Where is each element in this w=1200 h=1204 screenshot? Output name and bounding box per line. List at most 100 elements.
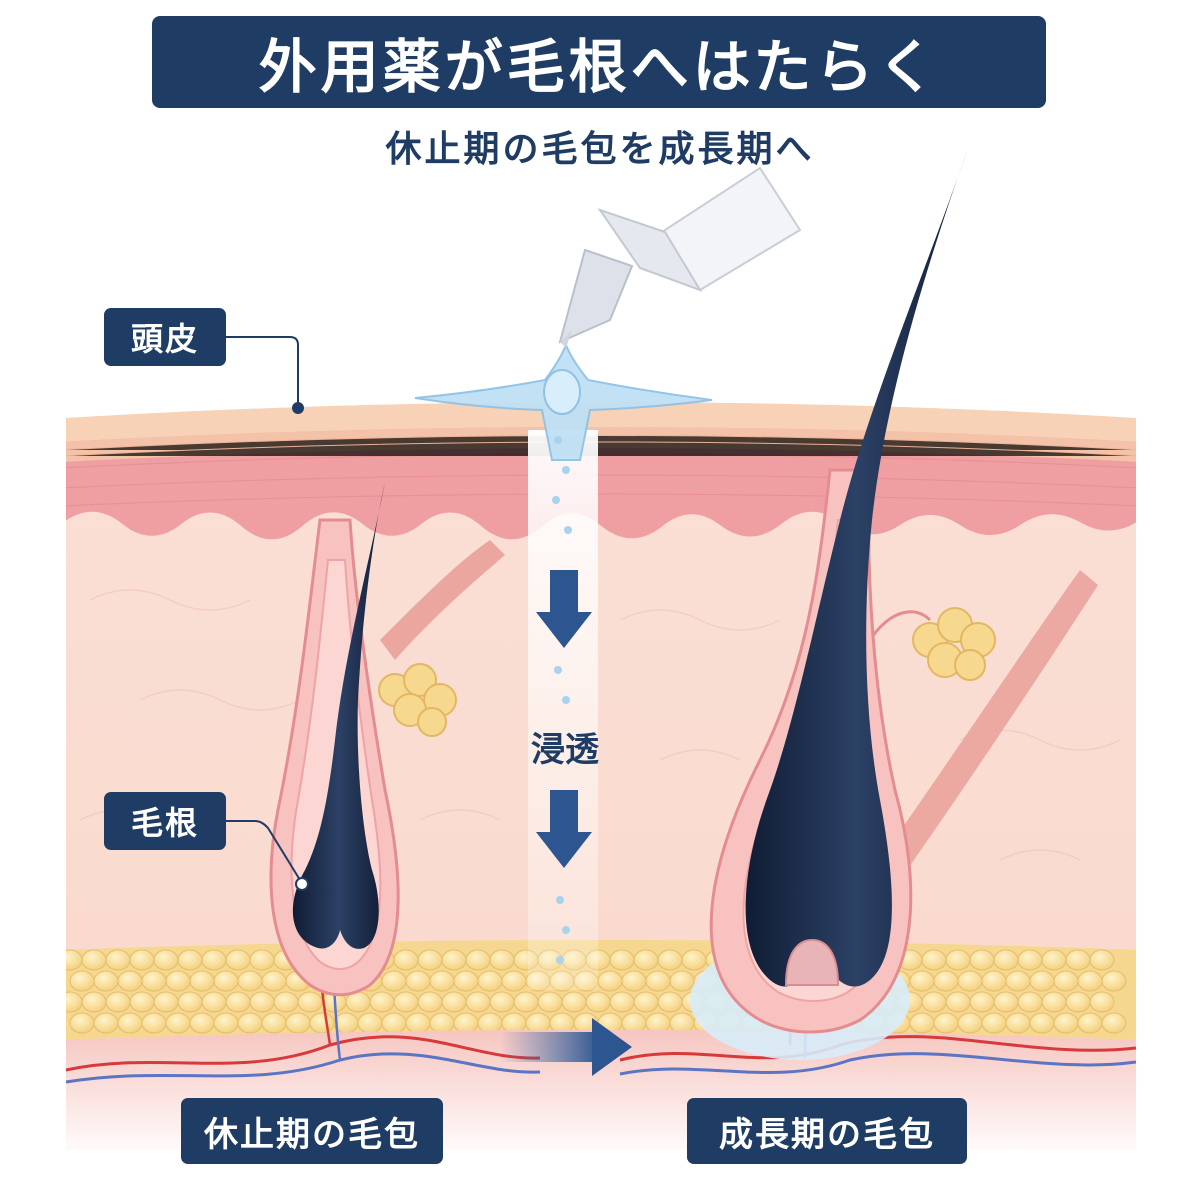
fat-cell [1053,970,1079,992]
fat-cell [393,991,419,1013]
scalp-label: 頭皮 [104,308,226,366]
fat-cell [465,991,491,1013]
down-arrow-icon [536,570,592,648]
fat-cell [81,949,107,971]
fat-cell [66,991,83,1013]
vein-right [619,1052,1137,1076]
arrector-pili-muscle-left [380,540,505,660]
fat-cell [1053,1012,1079,1034]
fat-cell [105,949,131,971]
fat-cell [141,970,167,992]
fat-cell [1065,991,1091,1013]
fat-cell [993,949,1019,971]
dermal-papilla-right [784,938,840,986]
fat-cell [189,970,215,992]
penetration-label: 浸透 [531,730,599,770]
growing-hair-shaft [745,148,968,987]
fat-cell [633,949,659,971]
fat-cell [177,949,203,971]
fat-cell [201,949,227,971]
fat-cell [477,1012,503,1034]
fat-cell [981,1012,1007,1034]
fat-cell [381,1012,407,1034]
fat-cell [1065,949,1091,971]
fat-cell [981,970,1007,992]
fat-cell [513,991,539,1013]
fat-cell [465,949,491,971]
fat-cell [909,1012,935,1034]
fat-cell [477,970,503,992]
sebaceous-gland-left [378,663,457,737]
fat-cell [213,1012,239,1034]
fat-cell [549,1012,575,1034]
fat-cell [441,949,467,971]
fat-cell [921,991,947,1013]
fat-cell [381,970,407,992]
root-leader-dot [295,877,309,891]
fat-cell [405,970,431,992]
fat-cell [969,991,995,1013]
fat-cell [129,991,155,1013]
fat-cell [993,991,1019,1013]
fat-cell [189,1012,215,1034]
fat-cell [225,991,251,1013]
fat-cell [405,1012,431,1034]
fat-cell [153,991,179,1013]
fat-cell [141,1012,167,1034]
tube-neck [597,208,703,292]
growing-follicle [690,148,1098,1060]
fat-cell [66,949,83,971]
fat-cell [645,970,671,992]
fat-cell [1101,1012,1127,1034]
medicine-particles [552,436,572,964]
page-subtitle: 休止期の毛包を成長期へ [385,129,815,170]
fat-cell [1017,991,1043,1013]
fat-cell [645,1012,671,1034]
fat-cell [1041,949,1067,971]
title-banner: 外用薬が毛根へはたらく [152,16,1046,108]
fat-cell [669,970,695,992]
fat-cell [945,991,971,1013]
fat-cell [969,949,995,971]
fat-cell [657,949,683,971]
fat-cell [957,970,983,992]
fat-cell [957,1012,983,1034]
fat-cell [225,949,251,971]
fat-cell [249,949,275,971]
fat-cell [69,1012,95,1034]
fat-cell [657,991,683,1013]
leader-lines [226,336,309,891]
down-arrow-icon-2 [536,790,592,868]
fat-cell [945,949,971,971]
fat-cell [309,1012,335,1034]
fat-cell [249,991,275,1013]
fat-cell [1089,949,1115,971]
fat-cell [297,991,323,1013]
fat-cell [261,970,287,992]
root-leader-line [226,820,301,881]
fat-cell [1041,991,1067,1013]
fat-cell [441,991,467,1013]
fat-cell [369,991,395,1013]
fat-cell [621,1012,647,1034]
resting-follicle [269,482,505,997]
fat-cell [117,1012,143,1034]
fat-cell [1077,970,1103,992]
fat-cell [357,1012,383,1034]
resting-hair-shaft [292,482,385,949]
page-title: 外用薬が毛根へはたらく [258,33,940,101]
fat-cell [1077,1012,1103,1034]
fat-cell [1005,1012,1031,1034]
artery-left [65,1035,541,1072]
fat-cell [417,949,443,971]
fat-cell [1029,1012,1055,1034]
tube-nozzle [558,248,634,344]
fat-cell [489,991,515,1013]
sebaceous-duct-right [868,610,932,641]
fat-cell [177,991,203,1013]
fat-cell [93,1012,119,1034]
fat-cell [597,970,623,992]
fat-cell [501,1012,527,1034]
fat-cell [633,991,659,1013]
